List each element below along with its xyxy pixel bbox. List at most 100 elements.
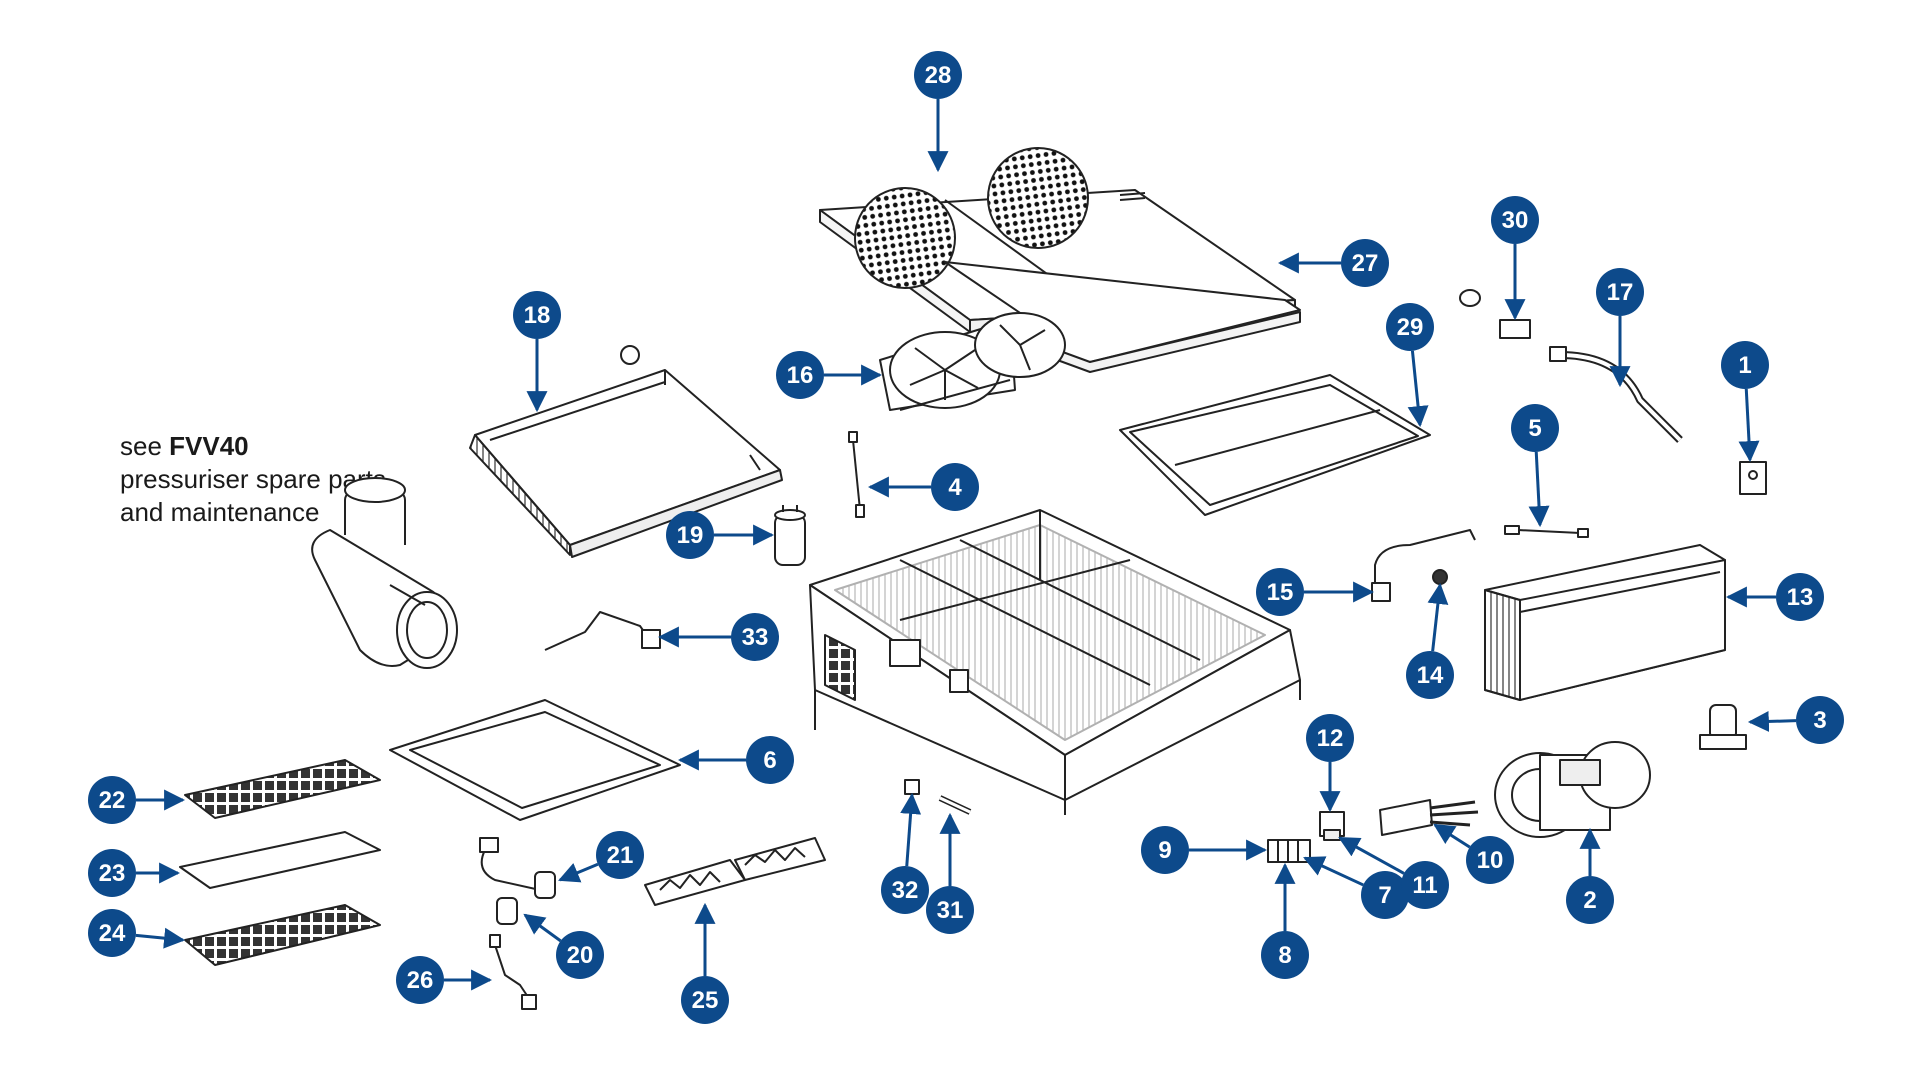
condenser-coil xyxy=(469,345,783,558)
callout-circle-9 xyxy=(1141,826,1189,874)
callout-20: 20 xyxy=(523,913,604,979)
filter-sheet xyxy=(179,831,381,889)
callout-number-31: 31 xyxy=(937,897,964,924)
callout-number-9: 9 xyxy=(1158,837,1171,864)
callout-number-4: 4 xyxy=(948,474,962,501)
callout-circle-13 xyxy=(1776,573,1824,621)
callout-10: 10 xyxy=(1433,823,1514,884)
callout-26: 26 xyxy=(396,956,493,1004)
callout-7: 7 xyxy=(1303,856,1409,919)
callout-9: 9 xyxy=(1141,826,1268,874)
note-line2: pressuriser spare parts xyxy=(120,464,386,494)
callout-13: 13 xyxy=(1725,573,1824,621)
callout-number-3: 3 xyxy=(1813,707,1826,734)
callout-18: 18 xyxy=(513,291,561,413)
leader-line-5 xyxy=(1528,451,1550,528)
callout-circle-27 xyxy=(1341,239,1389,287)
callout-number-17: 17 xyxy=(1607,279,1634,306)
callout-32: 32 xyxy=(881,792,929,914)
callout-number-14: 14 xyxy=(1417,662,1444,689)
callout-circle-3 xyxy=(1796,696,1844,744)
callout-number-26: 26 xyxy=(407,967,434,994)
callout-circle-26 xyxy=(396,956,444,1004)
grille-lower xyxy=(184,904,381,966)
pressuriser-fvv40 xyxy=(311,477,458,669)
callout-number-16: 16 xyxy=(787,362,814,389)
leader-line-3 xyxy=(1747,710,1797,732)
callout-number-28: 28 xyxy=(925,62,952,89)
callout-15: 15 xyxy=(1256,568,1375,616)
callout-5: 5 xyxy=(1511,404,1559,528)
callout-3: 3 xyxy=(1747,696,1844,744)
leader-line-29 xyxy=(1407,350,1429,428)
pressure-switch xyxy=(1371,529,1476,602)
callout-24: 24 xyxy=(88,909,186,957)
callout-circle-19 xyxy=(666,511,714,559)
callout-circle-31 xyxy=(926,886,974,934)
leader-line-32 xyxy=(900,792,922,867)
sensor-cable xyxy=(1504,525,1589,538)
callout-number-15: 15 xyxy=(1267,579,1294,606)
callout-circle-1 xyxy=(1721,341,1769,389)
callout-circle-11 xyxy=(1401,861,1449,909)
callout-number-6: 6 xyxy=(763,747,776,774)
callout-circle-33 xyxy=(731,613,779,661)
leader-line-24 xyxy=(135,927,186,949)
callout-circle-17 xyxy=(1596,268,1644,316)
callout-circle-28 xyxy=(914,51,962,99)
small-connector xyxy=(904,779,920,795)
callout-27: 27 xyxy=(1277,239,1389,287)
grommet xyxy=(1432,569,1448,585)
evaporator-coil xyxy=(1484,544,1726,701)
grille-upper xyxy=(184,759,381,819)
refrigerant-hose xyxy=(1549,346,1683,443)
filter-frame xyxy=(1119,374,1431,516)
callout-circle-8 xyxy=(1261,931,1309,979)
callout-number-13: 13 xyxy=(1787,584,1814,611)
callout-number-24: 24 xyxy=(99,920,126,947)
callout-number-33: 33 xyxy=(742,624,769,651)
pin-rod xyxy=(938,795,972,815)
sensor-lead xyxy=(489,934,537,1010)
callout-4: 4 xyxy=(867,463,979,511)
callout-number-22: 22 xyxy=(99,787,126,814)
leader-line-10 xyxy=(1433,823,1471,849)
callout-circle-10 xyxy=(1466,836,1514,884)
leader-line-11 xyxy=(1338,836,1405,875)
leader-line-1 xyxy=(1738,388,1760,463)
callout-33: 33 xyxy=(657,613,779,661)
callout-23: 23 xyxy=(88,849,181,897)
callout-circle-7 xyxy=(1361,871,1409,919)
terminal-block xyxy=(1267,839,1311,863)
callout-number-30: 30 xyxy=(1502,207,1529,234)
callout-number-1: 1 xyxy=(1738,352,1751,379)
temperature-sensor xyxy=(848,431,865,518)
callout-number-29: 29 xyxy=(1397,314,1424,341)
callout-19: 19 xyxy=(666,511,775,559)
callout-circle-4 xyxy=(931,463,979,511)
callout-circle-23 xyxy=(88,849,136,897)
callout-circle-15 xyxy=(1256,568,1304,616)
callout-number-18: 18 xyxy=(524,302,551,329)
callout-22: 22 xyxy=(88,776,186,824)
top-cover xyxy=(819,147,1301,373)
expansion-valve xyxy=(1739,461,1767,495)
blower-motor xyxy=(1494,741,1651,838)
leader-line-7 xyxy=(1303,856,1364,887)
drain-hose xyxy=(544,611,661,651)
callout-12: 12 xyxy=(1306,714,1354,813)
pressure-switches xyxy=(479,837,556,925)
filter-gasket xyxy=(389,699,681,821)
callout-number-10: 10 xyxy=(1477,847,1504,874)
callout-circle-5 xyxy=(1511,404,1559,452)
condenser-fans xyxy=(879,312,1066,411)
callout-circle-2 xyxy=(1566,876,1614,924)
callout-17: 17 xyxy=(1596,268,1644,388)
main-chassis xyxy=(809,509,1301,815)
pipe-fitting xyxy=(1459,289,1531,339)
callout-number-5: 5 xyxy=(1528,415,1541,442)
callout-circle-21 xyxy=(596,831,644,879)
callout-25: 25 xyxy=(681,902,729,1024)
